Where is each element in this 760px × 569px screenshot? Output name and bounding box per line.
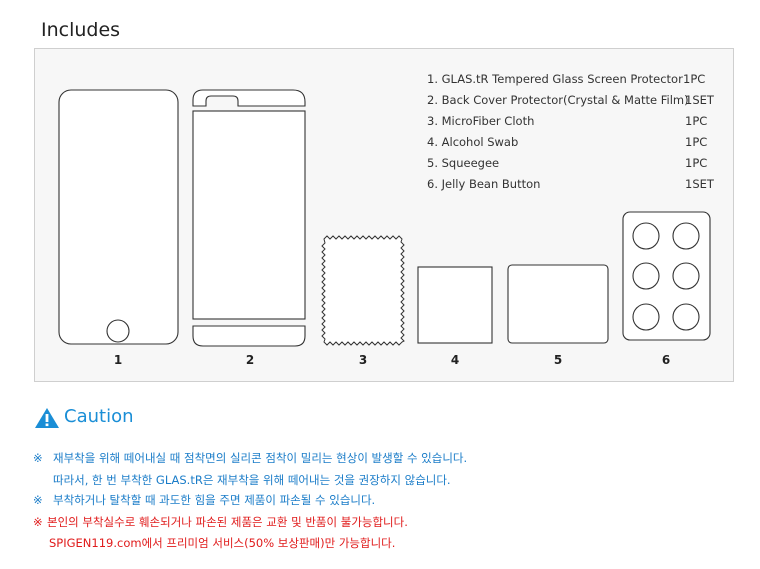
warning-icon bbox=[35, 408, 59, 428]
figure-number: 1 bbox=[113, 353, 123, 367]
includes-panel: 1. GLAS.tR Tempered Glass Screen Protect… bbox=[34, 48, 734, 382]
list-item: 4. Alcohol Swab 1PC bbox=[427, 135, 727, 153]
caution-note-text: 부착하거나 탈착할 때 과도한 힘을 주면 제품이 파손될 수 있습니다. bbox=[53, 493, 376, 507]
item-quantity: 1PC bbox=[685, 135, 708, 149]
caution-title: Caution bbox=[64, 406, 134, 427]
item-quantity: 1PC bbox=[683, 72, 706, 86]
caution-note-text: SPIGEN119.com에서 프리미엄 서비스(50% 보상판매)만 가능합니… bbox=[49, 536, 396, 550]
glass-protector-illustration bbox=[58, 89, 179, 345]
item-name: 3. MicroFiber Cloth bbox=[427, 114, 535, 128]
caution-note-text: 따라서, 한 번 부착한 GLAS.tR은 재부착을 위해 떼어내는 것을 권장… bbox=[53, 473, 451, 487]
included-items-illustration bbox=[58, 89, 711, 347]
list-item: 2. Back Cover Protector(Crystal & Matte … bbox=[427, 93, 727, 111]
squeegee-illustration bbox=[507, 264, 609, 344]
caution-note-text: 재부착을 위해 떼어내실 때 점착면의 실리콘 점착이 밀리는 현상이 발생할 … bbox=[53, 451, 468, 465]
caution-note: 따라서, 한 번 부착한 GLAS.tR은 재부착을 위해 떼어내는 것을 권장… bbox=[53, 472, 451, 488]
item-name: 6. Jelly Bean Button bbox=[427, 177, 541, 191]
caution-note: ※ 재부착을 위해 떼어내실 때 점착면의 실리콘 점착이 밀리는 현상이 발생할… bbox=[33, 450, 467, 466]
item-name: 1. GLAS.tR Tempered Glass Screen Protect… bbox=[427, 72, 683, 86]
item-name: 5. Squeegee bbox=[427, 156, 500, 170]
item-quantity: 1SET bbox=[685, 177, 714, 191]
figure-number: 2 bbox=[245, 353, 255, 367]
jelly-bean-button-illustration bbox=[622, 211, 711, 341]
list-item: 1. GLAS.tR Tempered Glass Screen Protect… bbox=[427, 72, 727, 90]
microfiber-cloth-illustration bbox=[321, 235, 405, 346]
item-name: 2. Back Cover Protector(Crystal & Matte … bbox=[427, 93, 689, 107]
item-quantity: 1PC bbox=[685, 156, 708, 170]
reference-mark: ※ bbox=[33, 515, 43, 529]
back-cover-illustration bbox=[192, 89, 306, 347]
figure-number: 4 bbox=[450, 353, 460, 367]
caution-note: ※ 부착하거나 탈착할 때 과도한 힘을 주면 제품이 파손될 수 있습니다. bbox=[33, 492, 375, 508]
alcohol-swab-illustration bbox=[417, 266, 493, 344]
section-title: Includes bbox=[41, 19, 121, 41]
list-item: 5. Squeegee 1PC bbox=[427, 156, 727, 174]
caution-note-text: 본인의 부착실수로 훼손되거나 파손된 제품은 교환 및 반품이 불가능합니다. bbox=[47, 515, 408, 529]
figure-number: 3 bbox=[358, 353, 368, 367]
reference-mark: ※ bbox=[33, 493, 43, 507]
caution-note: SPIGEN119.com에서 프리미엄 서비스(50% 보상판매)만 가능합니… bbox=[49, 535, 395, 551]
item-quantity: 1SET bbox=[685, 93, 714, 107]
figure-number: 5 bbox=[553, 353, 563, 367]
list-item: 3. MicroFiber Cloth 1PC bbox=[427, 114, 727, 132]
item-quantity: 1PC bbox=[685, 114, 708, 128]
caution-note: ※ 본인의 부착실수로 훼손되거나 파손된 제품은 교환 및 반품이 불가능합니다… bbox=[33, 514, 408, 530]
reference-mark: ※ bbox=[33, 451, 43, 465]
item-name: 4. Alcohol Swab bbox=[427, 135, 519, 149]
figure-number: 6 bbox=[661, 353, 671, 367]
list-item: 6. Jelly Bean Button 1SET bbox=[427, 177, 727, 195]
